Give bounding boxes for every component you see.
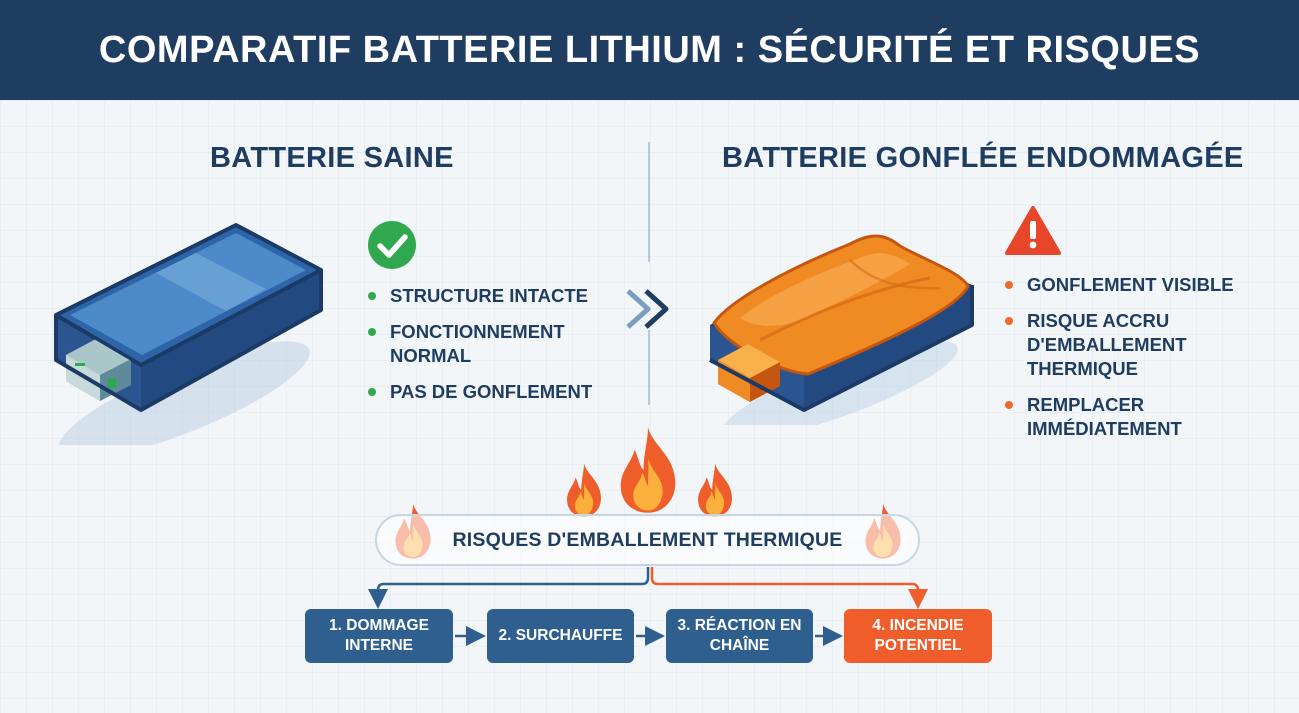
step-potential-fire: 4. INCENDIE POTENTIEL [844, 609, 992, 663]
flame-icon [698, 463, 732, 517]
list-item: RISQUE ACCRU D'EMBALLEMENT THERMIQUE [1005, 309, 1265, 381]
bullet-dot [368, 292, 376, 300]
flame-icon [567, 463, 601, 517]
healthy-battery-illustration [54, 223, 323, 445]
check-circle-icon [368, 221, 416, 269]
warning-triangle-icon [1005, 206, 1061, 255]
flame-icon [620, 427, 676, 513]
healthy-battery-title: BATTERIE SAINE [210, 142, 454, 174]
swollen-battery-title: BATTERIE GONFLÉE ENDOMMAGÉE [722, 142, 1244, 174]
bullet-dot [1005, 317, 1013, 325]
list-item: FONCTIONNEMENT NORMAL [368, 320, 608, 368]
list-item: GONFLEMENT VISIBLE [1005, 273, 1265, 297]
bullet-dot [368, 388, 376, 396]
list-item: STRUCTURE INTACTE [368, 284, 608, 308]
swollen-battery-list: GONFLEMENT VISIBLE RISQUE ACCRU D'EMBALL… [1005, 273, 1265, 453]
header-bar: COMPARATIF BATTERIE LITHIUM : SÉCURITÉ E… [0, 0, 1299, 100]
step-chain-reaction: 3. RÉACTION EN CHAÎNE [666, 609, 813, 663]
page-title: COMPARATIF BATTERIE LITHIUM : SÉCURITÉ E… [98, 28, 1201, 71]
healthy-battery-list: STRUCTURE INTACTE FONCTIONNEMENT NORMAL … [368, 284, 608, 416]
center-divider [648, 142, 650, 262]
double-chevron-right-icon [626, 289, 669, 329]
step-overheating: 2. SURCHAUFFE [487, 609, 634, 663]
thermal-risk-label: RISQUES D'EMBALLEMENT THERMIQUE [375, 514, 920, 566]
list-item: REMPLACER IMMÉDIATEMENT [1005, 393, 1265, 441]
flow-connectors [368, 567, 928, 646]
bullet-dot [368, 328, 376, 336]
bullet-dot [1005, 401, 1013, 409]
list-item: PAS DE GONFLEMENT [368, 380, 608, 404]
swollen-battery-illustration [709, 234, 974, 425]
bullet-dot [1005, 281, 1013, 289]
step-internal-damage: 1. DOMMAGE INTERNE [305, 609, 453, 663]
center-divider-lower [648, 330, 650, 405]
